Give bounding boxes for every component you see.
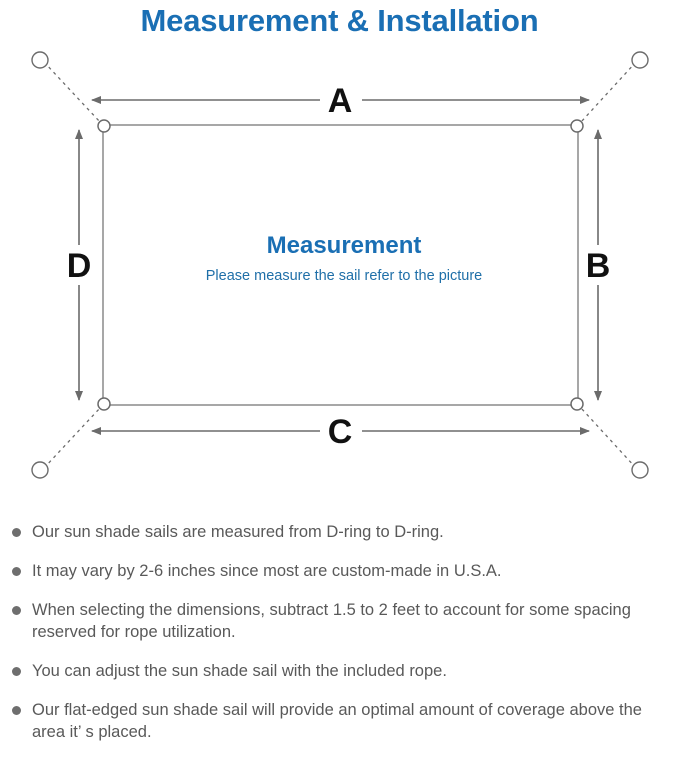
d-ring-top-left	[97, 119, 111, 133]
dimension-label-d: D	[67, 247, 92, 285]
anchor-top-right-circle	[631, 51, 649, 69]
sail-rectangle	[102, 124, 579, 406]
note-text: It may vary by 2-6 inches since most are…	[32, 562, 502, 580]
list-item: Our sun shade sails are measured from D-…	[0, 521, 679, 543]
bullet-icon	[12, 528, 21, 537]
measurement-diagram: A C D B Measurement Please measure the s…	[0, 40, 679, 500]
bullet-icon	[12, 567, 21, 576]
diagram-center-title: Measurement	[267, 232, 422, 259]
dimension-label-a: A	[328, 82, 353, 120]
d-ring-bottom-right	[570, 397, 584, 411]
dimension-label-b: B	[586, 247, 611, 285]
rope-bottom-right	[580, 407, 637, 469]
notes-list: Our sun shade sails are measured from D-…	[0, 521, 679, 760]
list-item: When selecting the dimensions, subtract …	[0, 599, 679, 643]
anchor-top-left-circle	[31, 51, 49, 69]
bullet-icon	[12, 706, 21, 715]
diagram-center-subtitle: Please measure the sail refer to the pic…	[206, 268, 482, 284]
list-item: It may vary by 2-6 inches since most are…	[0, 560, 679, 582]
rope-top-right	[580, 61, 637, 123]
anchor-bottom-right-circle	[631, 461, 649, 479]
anchor-bottom-left-circle	[31, 461, 49, 479]
list-item: Our flat-edged sun shade sail will provi…	[0, 699, 679, 743]
note-text: When selecting the dimensions, subtract …	[32, 601, 631, 641]
rope-top-left	[43, 61, 101, 123]
d-ring-top-right	[570, 119, 584, 133]
d-ring-bottom-left	[97, 397, 111, 411]
bullet-icon	[12, 606, 21, 615]
dimension-label-c: C	[328, 413, 353, 451]
diagram-canvas: A C D B Measurement Please measure the s…	[31, 51, 649, 479]
page-title: Measurement & Installation	[140, 3, 539, 38]
page-root: Measurement & Installation	[0, 3, 679, 741]
rope-bottom-left	[43, 407, 101, 469]
note-text: Our flat-edged sun shade sail will provi…	[32, 701, 642, 741]
d-ring-group	[97, 119, 584, 411]
list-item: You can adjust the sun shade sail with t…	[0, 660, 679, 682]
note-text: You can adjust the sun shade sail with t…	[32, 662, 447, 680]
note-text: Our sun shade sails are measured from D-…	[32, 523, 444, 541]
bullet-icon	[12, 667, 21, 676]
anchor-circles	[31, 51, 649, 479]
